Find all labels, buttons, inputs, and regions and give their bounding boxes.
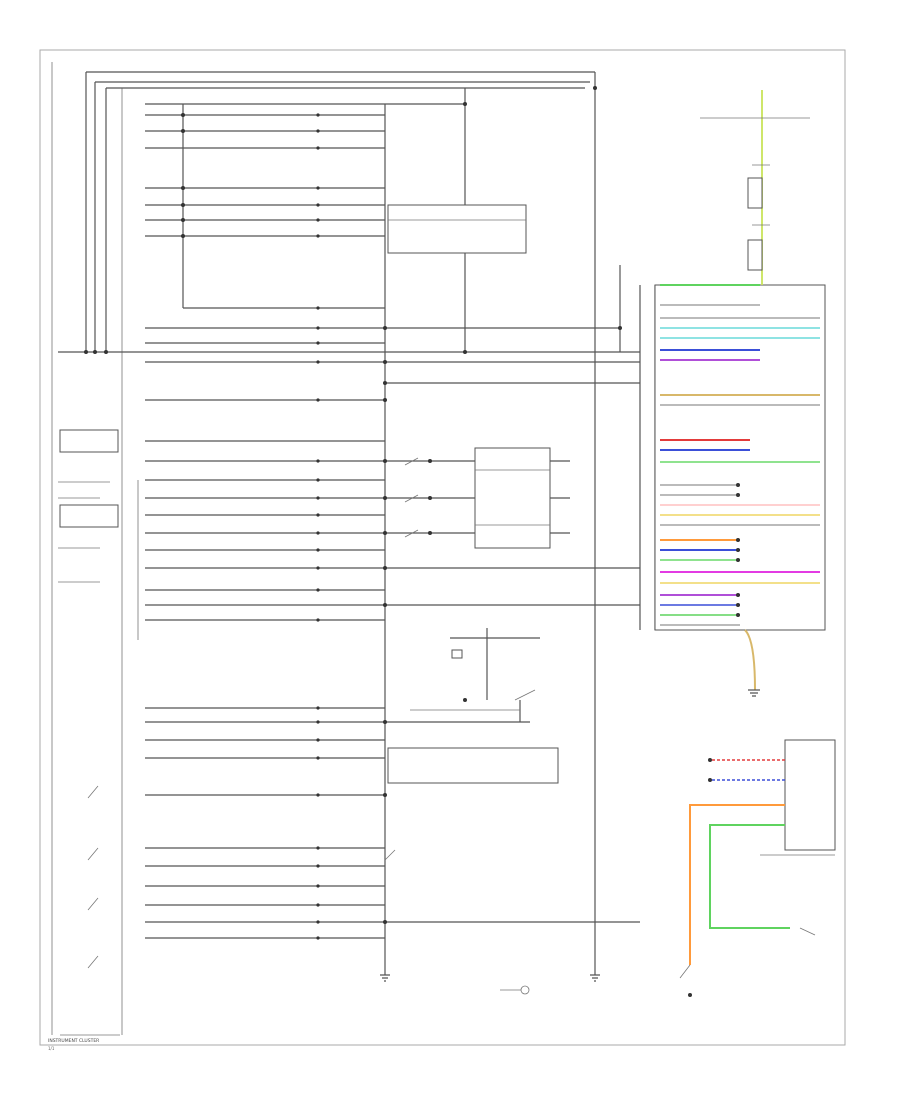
- instrument-cluster: [51, 62, 595, 1036]
- module-box-upper: [387, 204, 527, 254]
- junction-dots: [84, 86, 622, 924]
- switch-symbol: [384, 849, 396, 861]
- switch-symbol: [514, 689, 536, 701]
- signal-bus: [58, 103, 640, 939]
- footer-left-text: INSTRUMENT CLUSTER: [48, 1038, 99, 1044]
- switch-symbol: [404, 494, 419, 503]
- bottom-right-section: [679, 739, 836, 997]
- meter-block-lower: [59, 504, 119, 528]
- module-box-lower: [387, 747, 559, 784]
- speedometer-symbol: [87, 847, 99, 861]
- switch-symbol: [404, 529, 419, 538]
- switch-symbol: [404, 457, 419, 466]
- connector-pins: [316, 113, 320, 940]
- connector-block-right: [654, 284, 826, 631]
- center-modules: [384, 204, 559, 861]
- relay-box-1: [747, 177, 763, 209]
- side-module-box: [784, 739, 836, 851]
- footer-page-number: 1/1: [48, 1046, 55, 1051]
- ground-terminal: [520, 985, 530, 995]
- footer: INSTRUMENT CLUSTER 1/1: [48, 1038, 99, 1051]
- tachometer-symbol: [87, 785, 99, 799]
- meter-block-upper: [59, 429, 119, 453]
- temp-gauge-symbol: [87, 955, 99, 969]
- ground-symbols: [380, 974, 600, 995]
- diagram-frame: [39, 49, 846, 1046]
- right-harness: [639, 90, 826, 697]
- combination-switch-box: [474, 447, 551, 549]
- diode-box: [451, 649, 463, 659]
- fuel-gauge-symbol: [87, 897, 99, 911]
- relay-box-2: [747, 239, 763, 271]
